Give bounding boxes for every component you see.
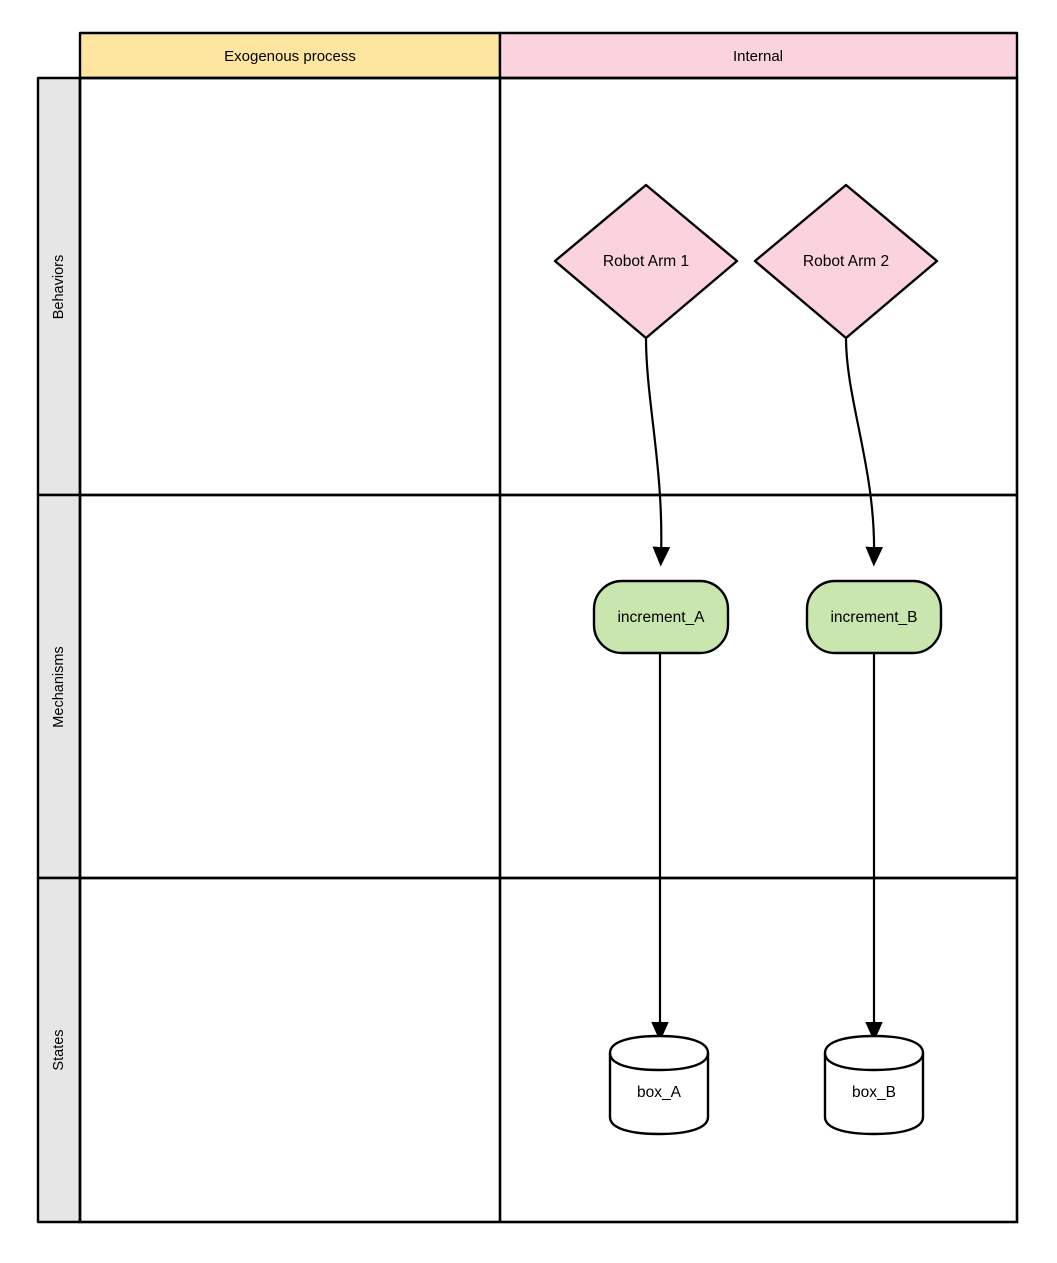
increment-a-label: increment_A (617, 609, 705, 626)
box-b-label: box_B (852, 1084, 896, 1101)
node-robot-arm-2[interactable]: Robot Arm 2 (753, 183, 939, 340)
column-header-label-exogenous: Exogenous process (224, 48, 356, 65)
robot-arm-1-diamond-shape[interactable] (553, 183, 739, 340)
row-label-cell-states (36, 876, 82, 1224)
robot-arm-2-label: Robot Arm 2 (803, 253, 889, 270)
row-label-behaviors: Behaviors (51, 255, 67, 319)
node-increment-b[interactable]: increment_B (805, 579, 943, 655)
box-a-cylinder-top-ellipse (608, 1052, 710, 1072)
increment-b-label: increment_B (830, 609, 917, 626)
row-label-cell-behaviors (36, 76, 82, 497)
increment-a-rounded-rect-shape[interactable] (592, 579, 730, 655)
row-label-mechanisms: Mechanisms (51, 646, 67, 727)
increment-b-rounded-rect-shape[interactable] (805, 579, 943, 655)
grid-outer-border (78, 76, 1019, 1224)
column-header-label-internal: Internal (733, 48, 783, 65)
node-box-a[interactable]: box_A (608, 1034, 710, 1136)
node-increment-a[interactable]: increment_A (592, 579, 730, 655)
row-label-states: States (51, 1029, 67, 1070)
robot-arm-2-diamond-shape[interactable] (753, 183, 939, 340)
box-b-cylinder-body[interactable] (823, 1034, 925, 1136)
robot-arm-1-label: Robot Arm 1 (603, 253, 689, 270)
node-robot-arm-1[interactable]: Robot Arm 1 (553, 183, 739, 340)
box-a-cylinder-body[interactable] (608, 1034, 710, 1136)
edge-robot-arm-2-to-increment-b (844, 337, 884, 567)
edge-robot-arm-1-to-increment-a (644, 337, 671, 567)
box-a-label: box_A (637, 1084, 682, 1101)
node-box-b[interactable]: box_B (823, 1034, 925, 1136)
row-label-cell-mechanisms (36, 493, 82, 880)
box-b-cylinder-top-ellipse (823, 1052, 925, 1072)
edge-group (644, 337, 884, 1042)
